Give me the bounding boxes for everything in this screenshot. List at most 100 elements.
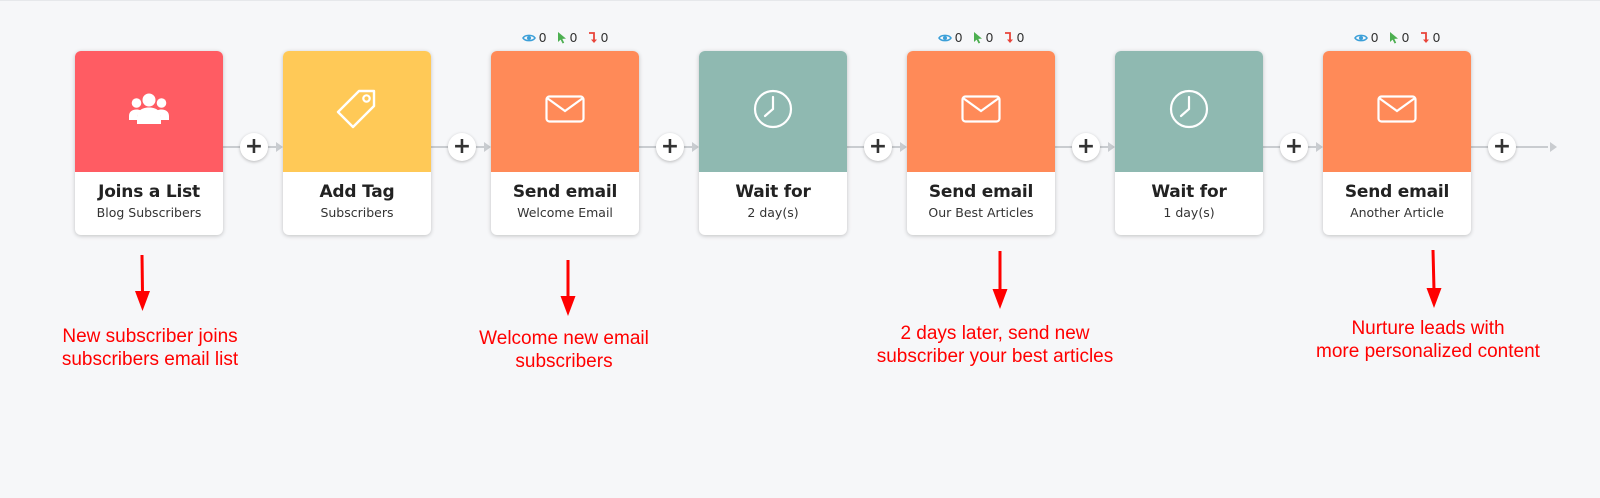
eye-icon <box>937 33 952 43</box>
step-card-body: Send email Our Best Articles <box>907 172 1055 235</box>
annotation-text: Nurture leads with more personalized con… <box>1298 317 1558 363</box>
bounce-icon <box>1003 31 1014 44</box>
bounces-stat: 0 <box>1419 30 1440 45</box>
add-step-button[interactable]: + <box>864 133 892 161</box>
step-title: Add Tag <box>319 182 395 202</box>
connector-arrow <box>1108 142 1115 152</box>
step-card-wait[interactable]: Wait for 2 day(s) <box>699 51 847 235</box>
step-card-header <box>907 51 1055 172</box>
connector-arrow <box>900 142 907 152</box>
clicks-stat: 0 <box>973 30 994 45</box>
add-step-button[interactable]: + <box>1280 133 1308 161</box>
annotation-text: 2 days later, send new subscriber your b… <box>860 322 1130 368</box>
step-card-header <box>1323 51 1471 172</box>
step-card-send-email[interactable]: Send email Welcome Email <box>491 51 639 235</box>
clicks-stat: 0 <box>1389 30 1410 45</box>
step-card-send-email[interactable]: Send email Another Article <box>1323 51 1471 235</box>
connector-arrow <box>484 142 491 152</box>
annotation-arrow <box>560 260 576 316</box>
add-step-button[interactable]: + <box>240 133 268 161</box>
opens-count: 0 <box>954 30 963 45</box>
annotation-arrow <box>135 254 150 311</box>
step-card-header <box>283 51 431 172</box>
step-card-body: Send email Another Article <box>1323 172 1471 235</box>
connector-arrow <box>1316 142 1323 152</box>
clicks-count: 0 <box>569 30 578 45</box>
step-title: Joins a List <box>98 182 200 202</box>
step-card-header <box>491 51 639 172</box>
annotation-line: subscriber your best articles <box>876 346 1114 367</box>
add-step-button[interactable]: + <box>1488 133 1516 161</box>
add-step-button[interactable]: + <box>656 133 684 161</box>
step-card-header <box>75 51 223 172</box>
bounces-count: 0 <box>1016 30 1025 45</box>
step-title: Send email <box>512 182 618 202</box>
users-icon <box>129 91 169 132</box>
opens-stat: 0 <box>1353 30 1379 45</box>
annotation-line: New subscriber joins <box>62 326 238 347</box>
clicks-count: 0 <box>985 30 994 45</box>
top-divider <box>0 0 1600 1</box>
cursor-icon <box>1389 31 1399 44</box>
email-stats: 0 0 0 <box>491 30 639 45</box>
connector-arrow <box>1550 142 1557 152</box>
step-card-header <box>1115 51 1263 172</box>
annotation-line: Welcome new email <box>479 328 649 349</box>
step-card-body: Wait for 1 day(s) <box>1115 172 1263 235</box>
opens-stat: 0 <box>521 30 547 45</box>
clicks-count: 0 <box>1401 30 1410 45</box>
connector-arrow <box>276 142 283 152</box>
step-card-send-email[interactable]: Send email Our Best Articles <box>907 51 1055 235</box>
step-card-body: Joins a List Blog Subscribers <box>75 172 223 235</box>
step-subtitle: Blog Subscribers <box>96 205 202 220</box>
annotation-arrow <box>1426 249 1442 308</box>
step-subtitle: Our Best Articles <box>928 205 1034 220</box>
annotation-text: New subscriber joins subscribers email l… <box>40 325 260 371</box>
step-card-joins-list[interactable]: Joins a List Blog Subscribers <box>75 51 223 235</box>
cursor-icon <box>557 31 567 44</box>
bounces-count: 0 <box>1432 30 1441 45</box>
annotation-line: subscribers <box>515 351 613 372</box>
step-title: Wait for <box>735 182 811 202</box>
eye-icon <box>521 33 536 43</box>
step-subtitle: Welcome Email <box>517 205 613 220</box>
envelope-icon <box>961 95 1001 128</box>
step-card-body: Send email Welcome Email <box>491 172 639 235</box>
annotation-line: subscribers email list <box>61 349 239 370</box>
step-subtitle: Subscribers <box>320 205 394 220</box>
bounces-stat: 0 <box>1003 30 1024 45</box>
annotation-text: Welcome new email subscribers <box>464 327 664 373</box>
opens-count: 0 <box>538 30 547 45</box>
step-card-body: Add Tag Subscribers <box>283 172 431 235</box>
add-step-button[interactable]: + <box>448 133 476 161</box>
envelope-icon <box>1377 95 1417 128</box>
connector-arrow <box>692 142 699 152</box>
step-card-wait[interactable]: Wait for 1 day(s) <box>1115 51 1263 235</box>
tag-icon <box>335 87 379 136</box>
step-subtitle: 2 day(s) <box>747 205 799 220</box>
step-title: Send email <box>1344 182 1450 202</box>
opens-stat: 0 <box>937 30 963 45</box>
opens-count: 0 <box>1370 30 1379 45</box>
annotation-arrow <box>992 251 1008 309</box>
eye-icon <box>1353 33 1368 43</box>
bounce-icon <box>1419 31 1430 44</box>
step-subtitle: 1 day(s) <box>1163 205 1215 220</box>
email-stats: 0 0 0 <box>1323 30 1471 45</box>
step-subtitle: Another Article <box>1350 205 1444 220</box>
step-card-body: Wait for 2 day(s) <box>699 172 847 235</box>
clock-icon <box>753 89 793 134</box>
clicks-stat: 0 <box>557 30 578 45</box>
envelope-icon <box>545 95 585 128</box>
clock-icon <box>1169 89 1209 134</box>
cursor-icon <box>973 31 983 44</box>
step-title: Send email <box>928 182 1034 202</box>
annotation-line: more personalized content <box>1316 341 1540 362</box>
add-step-button[interactable]: + <box>1072 133 1100 161</box>
annotation-line: Nurture leads with <box>1351 318 1505 339</box>
step-card-add-tag[interactable]: Add Tag Subscribers <box>283 51 431 235</box>
bounces-count: 0 <box>600 30 609 45</box>
annotation-line: 2 days later, send new <box>900 323 1090 344</box>
step-card-header <box>699 51 847 172</box>
step-title: Wait for <box>1151 182 1227 202</box>
